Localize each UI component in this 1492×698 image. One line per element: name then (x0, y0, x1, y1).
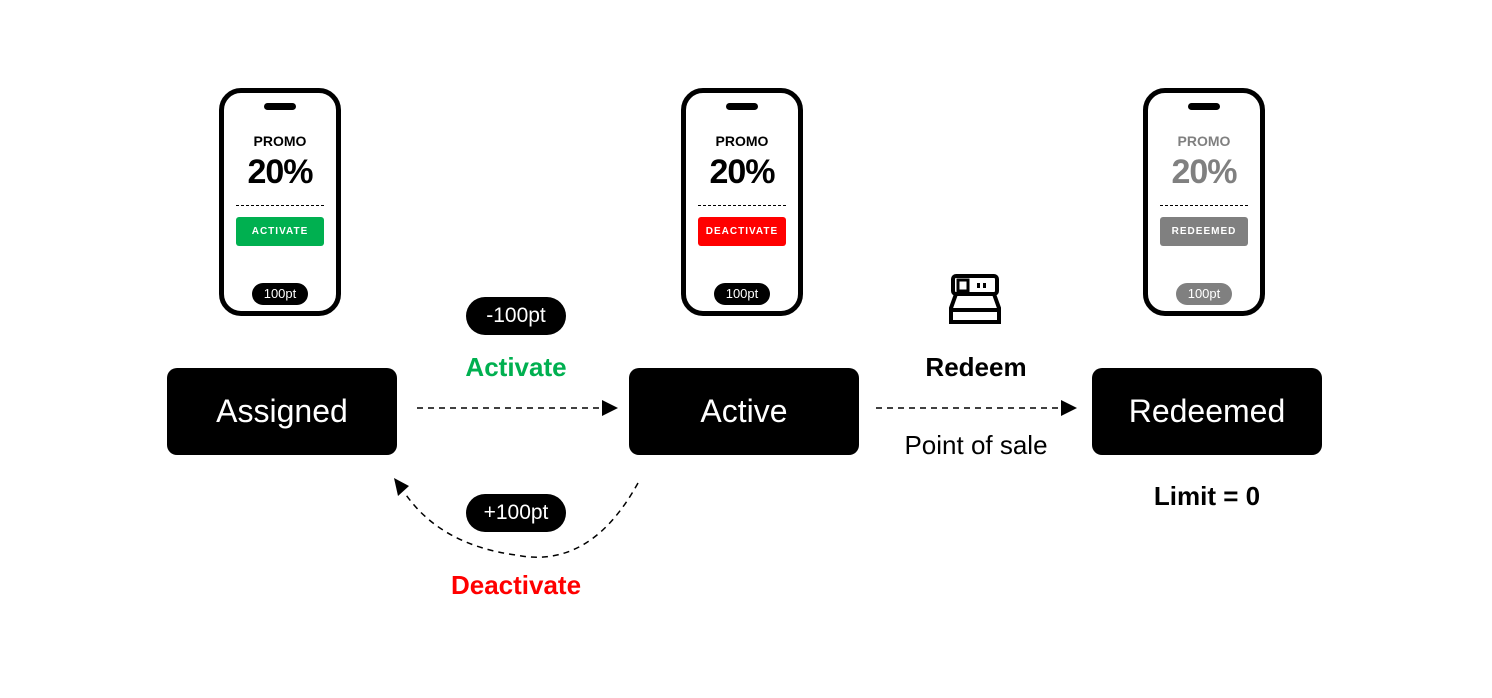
promo-label: PROMO (715, 133, 769, 149)
phone-notch (726, 103, 758, 110)
state-redeemed: Redeemed (1092, 368, 1322, 455)
deactivate-arrow (394, 478, 639, 558)
phone-active: PROMO 20% DEACTIVATE 100pt (681, 88, 803, 316)
cost-badge: -100pt (466, 297, 566, 335)
deactivate-label: Deactivate (450, 570, 582, 600)
points-badge: 100pt (714, 283, 770, 305)
phone-notch (1188, 103, 1220, 110)
points-badge: 100pt (1176, 283, 1232, 305)
state-active: Active (629, 368, 859, 455)
promo-label: PROMO (253, 133, 307, 149)
redeem-arrow (876, 400, 1077, 416)
activate-button[interactable]: ACTIVATE (236, 217, 324, 246)
redeem-label: Redeem (925, 352, 1027, 382)
cash-register-icon (949, 274, 1001, 324)
activate-label: Activate (465, 352, 567, 382)
deactivate-button[interactable]: DEACTIVATE (698, 217, 786, 246)
state-assigned: Assigned (167, 368, 397, 455)
phone-notch (264, 103, 296, 110)
phone-assigned: PROMO 20% ACTIVATE 100pt (219, 88, 341, 316)
promo-label: PROMO (1177, 133, 1231, 149)
dashed-divider (698, 205, 786, 206)
redeemed-button: REDEEMED (1160, 217, 1248, 246)
discount-value: 20% (247, 153, 313, 191)
phone-redeemed: PROMO 20% REDEEMED 100pt (1143, 88, 1265, 316)
dashed-divider (236, 205, 324, 206)
point-of-sale-label: Point of sale (904, 430, 1048, 460)
refund-badge: +100pt (466, 494, 566, 532)
dashed-divider (1160, 205, 1248, 206)
activate-arrow (417, 400, 618, 416)
limit-note: Limit = 0 (1153, 481, 1261, 511)
discount-value: 20% (709, 153, 775, 191)
points-badge: 100pt (252, 283, 308, 305)
discount-value: 20% (1171, 153, 1237, 191)
